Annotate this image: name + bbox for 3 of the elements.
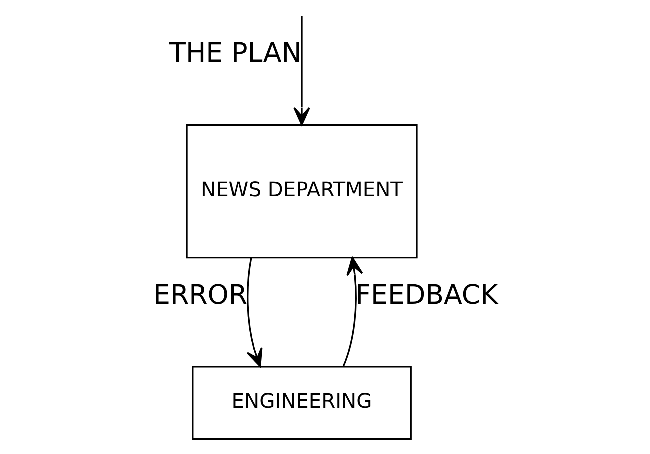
edge-label: THE PLAN [169,38,302,69]
edge-label: ERROR [153,280,248,312]
edge-label: FEEDBACK [355,280,498,311]
